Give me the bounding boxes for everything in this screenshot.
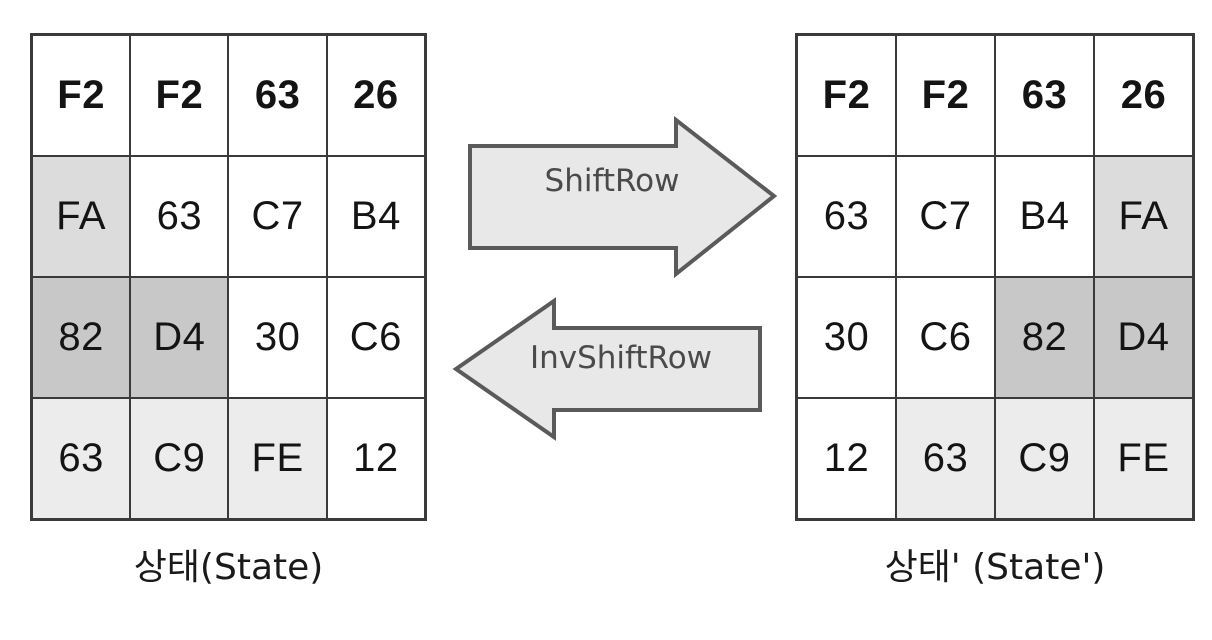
state-cell: 26 [1092,33,1195,157]
state-cell: C6 [894,276,996,399]
state-cell: F2 [129,33,230,157]
state-cell: 82 [993,276,1095,399]
state-cell: F2 [795,33,897,157]
state-cell: FE [227,397,328,521]
state-cell: FA [30,155,132,278]
arrow-right-icon [468,115,778,279]
state-cell: F2 [30,33,132,157]
state-cell: 63 [894,397,996,521]
state-cell: 12 [325,397,427,521]
state-cell: B4 [325,155,427,278]
invshiftrow-arrow: InvShiftRow [452,297,762,441]
state-cell: FE [1092,397,1195,521]
state-cell: 12 [795,397,897,521]
state-cell: 30 [227,276,328,399]
state-cell: C7 [227,155,328,278]
state-cell: D4 [129,276,230,399]
state-cell: 63 [795,155,897,278]
state-cell: F2 [894,33,996,157]
arrow-left-shape [452,297,762,441]
state-cell: 30 [795,276,897,399]
arrow-right-shape [468,115,778,279]
caption-state-left: 상태(State) [133,547,324,588]
arrow-left-icon [452,297,762,441]
caption-state-right: 상태' (State') [884,547,1106,588]
shiftrow-arrow: ShiftRow [468,115,778,279]
state-cell: 26 [325,33,427,157]
state-cell: C7 [894,155,996,278]
state-cell: 63 [129,155,230,278]
state-cell: FA [1092,155,1195,278]
state-cell: C9 [129,397,230,521]
state-cell: D4 [1092,276,1195,399]
state-cell: B4 [993,155,1095,278]
state-cell: 63 [993,33,1095,157]
state-cell: 82 [30,276,132,399]
state-cell: C9 [993,397,1095,521]
state-cell: C6 [325,276,427,399]
state-cell: 63 [30,397,132,521]
state-cell: 63 [227,33,328,157]
